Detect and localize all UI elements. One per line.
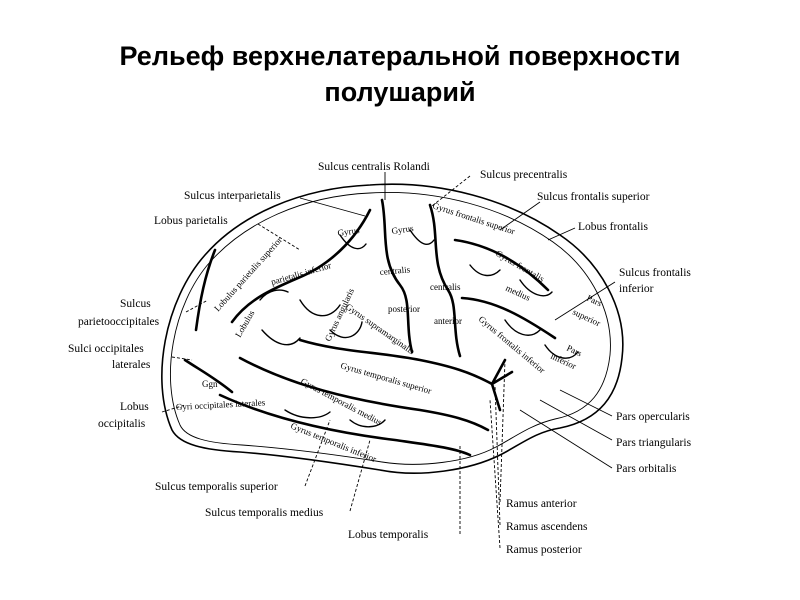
label-sulcus-centralis: Sulcus centralis Rolandi: [318, 161, 430, 173]
label-sulcus-precentralis: Sulcus precentralis: [480, 169, 568, 181]
sulcus-parietooccipitalis-line: [194, 248, 217, 332]
inner-ggn: Ggn: [202, 379, 218, 389]
inner-pars-superior-2: superior: [571, 307, 602, 329]
inner-gyrus-frontalis-medius-2: medius: [504, 283, 532, 303]
inner-posterior: posterior: [388, 304, 420, 314]
label-ramus-anterior: Ramus anterior: [506, 498, 577, 510]
page-title: Рельеф верхнелатеральной поверхности пол…: [0, 38, 800, 110]
minor-sulci: [259, 229, 579, 428]
label-ramus-posterior: Ramus posterior: [506, 544, 582, 556]
label-pars-triangularis: Pars triangularis: [616, 437, 692, 449]
inner-gyrus-frontalis-medius-1: Gyrus frontalis: [494, 248, 546, 284]
label-lobus-frontalis: Lobus frontalis: [578, 221, 648, 233]
label-sulcus-parietooccipitalis-1: Sulcus: [120, 298, 151, 310]
label-sulcus-parietooccipitalis-2: parietooccipitales: [78, 316, 160, 328]
label-sulcus-frontalis-inferior-1: Sulcus frontalis: [619, 267, 691, 279]
inner-lobulus-parietalis-superior: Lobulus parietalis superior: [212, 235, 284, 313]
label-sulcus-temporalis-medius: Sulcus temporalis medius: [205, 507, 324, 519]
title-line-1: Рельеф верхнелатеральной поверхности: [119, 41, 681, 71]
inner-gyrus-temporalis-superior: Gyrus temporalis superior: [339, 360, 432, 396]
inner-gyri-occipitales-laterales: Gyri occipitales laterales: [176, 397, 266, 412]
inner-pars-superior-1: Pars: [585, 293, 604, 309]
inner-gyrus-1: Gyrus: [337, 225, 361, 238]
title-line-2: полушарий: [324, 77, 476, 107]
rami-lateralis: [490, 358, 514, 412]
sulcus-temporalis-superior-line: [238, 356, 490, 432]
label-sulcus-frontalis-inferior-2: inferior: [619, 283, 654, 295]
inner-parietalis-inferior: parietalis inferior: [270, 260, 333, 287]
inner-lobulus: Lobulus: [233, 308, 257, 339]
leader-lines: [161, 172, 616, 549]
inner-centralis: centralis: [379, 264, 411, 277]
label-sulci-occipitales-2: laterales: [112, 359, 151, 371]
sulcus-frontalis-superior-line: [453, 238, 550, 292]
sulcus-centralis-line: [380, 198, 414, 354]
label-pars-opercularis: Pars opercularis: [616, 411, 690, 423]
inner-gyrus-2: Gyrus: [391, 223, 415, 236]
label-sulcus-interparietalis: Sulcus interparietalis: [184, 190, 281, 202]
label-lobus-occipitalis-1: Lobus: [120, 401, 149, 413]
label-sulci-occipitales-1: Sulci occipitales: [68, 343, 144, 355]
label-sulcus-frontalis-superior: Sulcus frontalis superior: [537, 191, 650, 203]
inner-gyrus-frontalis-inferior: Gyrus frontalis inferior: [477, 314, 547, 375]
sulcus-temporalis-medius-line: [218, 393, 472, 457]
sulcus-frontalis-inferior-line: [460, 296, 557, 340]
label-lobus-temporalis: Lobus temporalis: [348, 529, 429, 541]
sulcus-interparietalis-line: [230, 208, 372, 324]
label-lobus-parietalis: Lobus parietalis: [154, 215, 228, 227]
label-sulcus-temporalis-superior: Sulcus temporalis superior: [155, 481, 278, 493]
label-pars-orbitalis: Pars orbitalis: [616, 463, 677, 475]
label-lobus-occipitalis-2: occipitalis: [98, 418, 146, 430]
inner-centralis-2: centralis: [430, 282, 461, 292]
sulcus-precentralis-line: [428, 203, 462, 358]
inner-anterior: anterior: [434, 316, 462, 326]
sulci-occipitales-line: [183, 358, 234, 394]
brain-outline-outer: [161, 183, 624, 474]
brain-outline-inner: [170, 192, 611, 465]
sulcus-lateralis: [298, 338, 494, 386]
label-ramus-ascendens: Ramus ascendens: [506, 521, 588, 533]
